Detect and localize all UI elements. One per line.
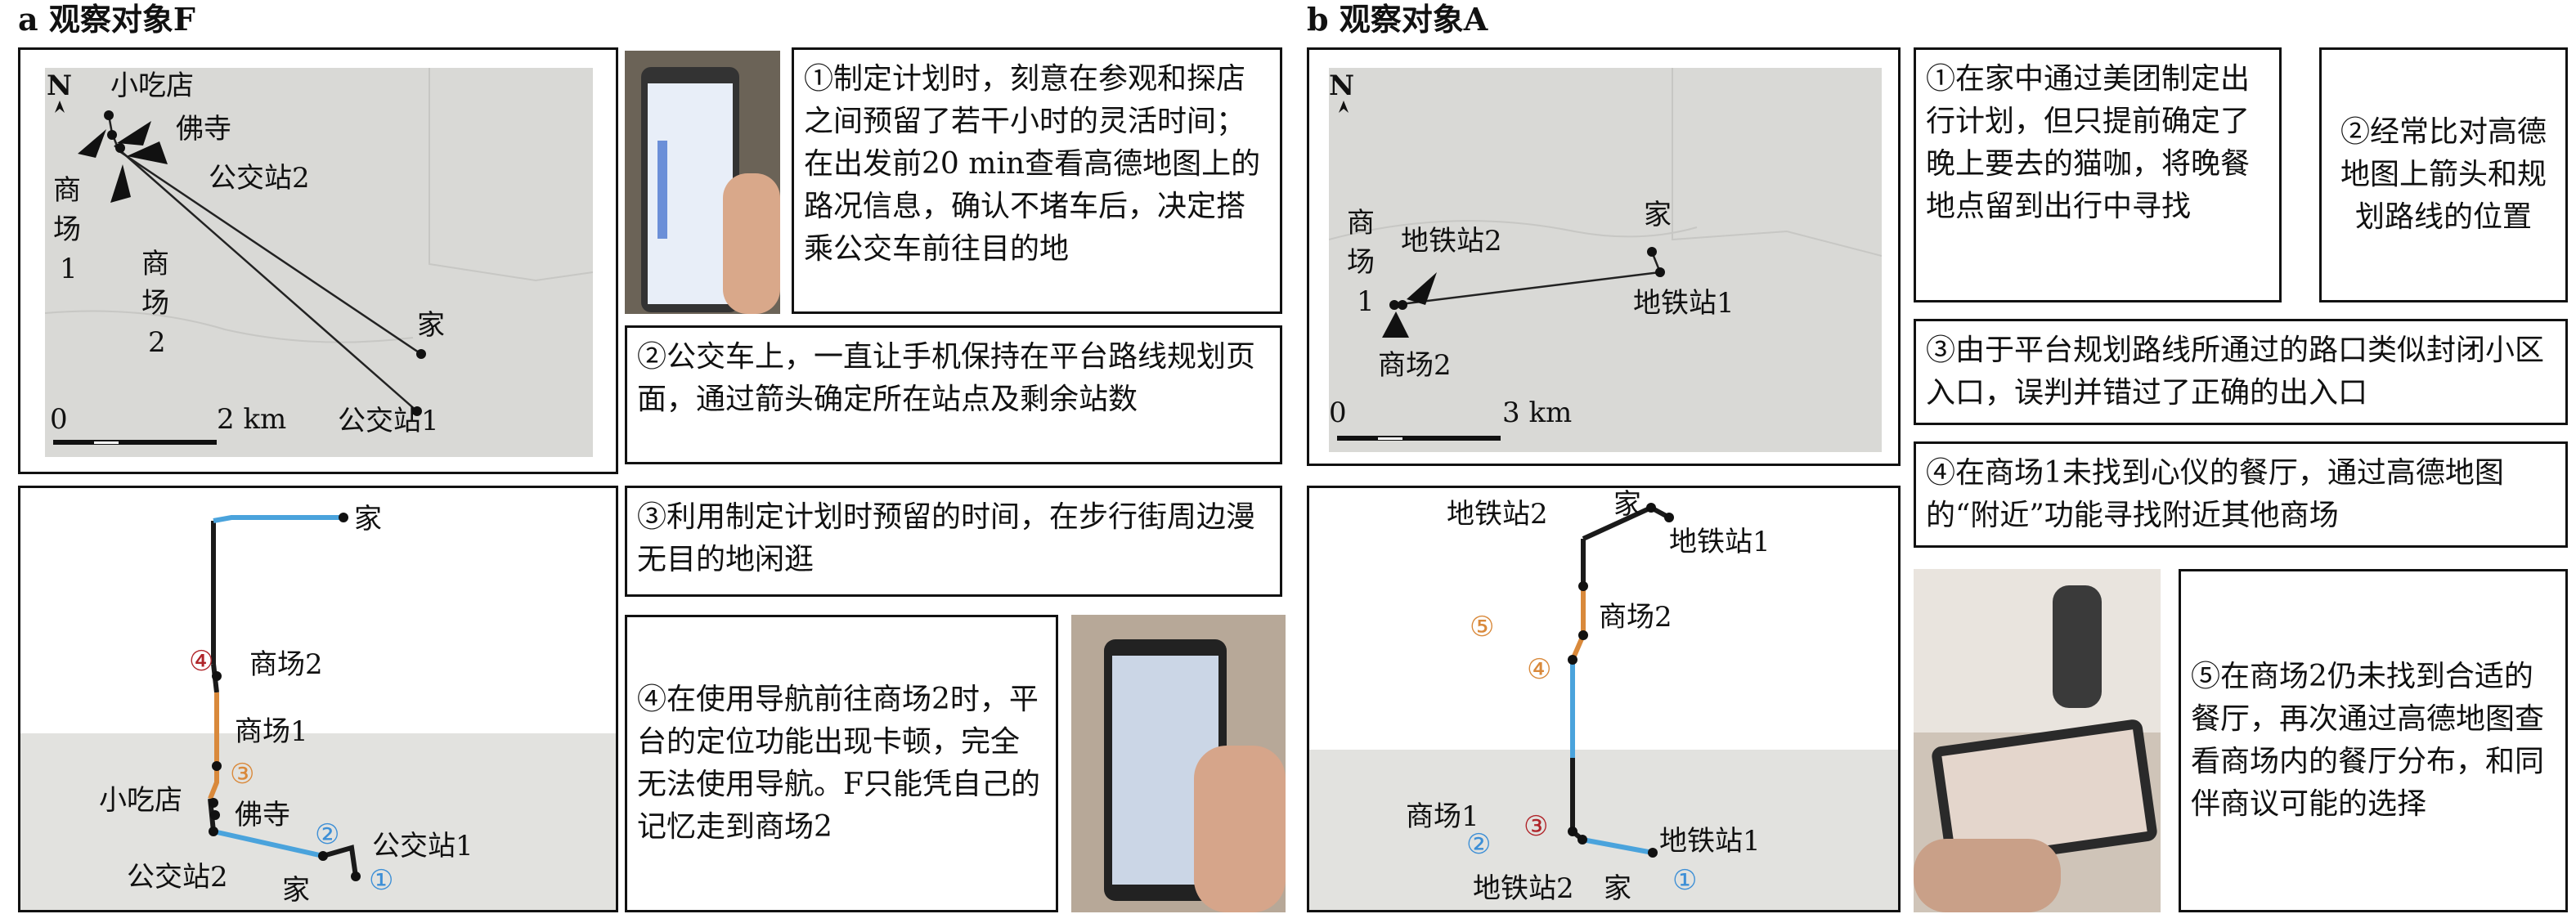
route-label-home-bottom: 家 [282,874,310,907]
note-b3: ③由于平台规划路线所通过的路口类似封闭小区入口，误判并错过了正确的出入口 [1914,319,2568,425]
route-label-bus1: 公交站1 [372,830,473,862]
panel-b-map-svg [1329,68,1882,441]
bus1-dot [412,406,422,416]
scale-b-value: 3 km [1502,397,1573,429]
route-marker-4: ④ [189,645,214,678]
map-label-mall1-2: 场 [53,213,81,246]
map-label-mall2-3: 2 [148,326,166,359]
map-b-label-metro2: 地铁站2 [1401,225,1502,258]
snack-dot [104,110,114,120]
note-b1: ①在家中通过美团制定出行计划，但只提前确定了晚上要去的猫咖，将晚餐地点留到出行中… [1914,47,2282,302]
map-label-home: 家 [417,309,445,342]
map-b-label-mall2: 商场2 [1378,349,1452,382]
panel-b-map-frame: N 家 地铁站2 地铁站1 商 场 1 商场2 0 3 km [1307,47,1901,466]
panel-a-map-frame: N 小吃店 佛寺 公交站2 商 场 1 商 场 2 家 公交站1 0 2 km [18,47,618,474]
route-b-marker-2: ② [1466,828,1492,861]
bus2-dot [115,143,125,153]
phone-photo-2 [1071,615,1286,912]
route-b-marker-5: ⑤ [1470,611,1495,643]
note-a3: ③利用制定计划时预留的时间，在步行街周边漫无目的地闲逛 [625,486,1282,597]
panel-b-route-svg [1568,503,1674,858]
phone-photo-1 [625,51,780,314]
map-label-snack: 小吃店 [110,69,194,102]
route-b-marker-4: ④ [1527,653,1552,686]
route-line-a2 [116,148,422,356]
route-b-label-home-bottom: 家 [1604,872,1631,905]
note-a1: ①制定计划时，刻意在参观和探店之间预留了若干小时的灵活时间；在出发前20 min… [792,47,1282,314]
panel-a-map: N 小吃店 佛寺 公交站2 商 场 1 商 场 2 家 公交站1 0 2 km [45,68,593,457]
map-b-label-mall1-3: 1 [1357,285,1375,318]
note-b2: ②经常比对高德地图上箭头和规划路线的位置 [2319,47,2568,302]
route-b-label-metro2-bottom: 地铁站2 [1473,872,1574,905]
route-b-label-metro1-top: 地铁站1 [1669,526,1770,558]
route-label-mall2: 商场2 [249,648,323,681]
panel-b-map: N 家 地铁站2 地铁站1 商 场 1 商场2 0 3 km [1329,68,1882,452]
route-marker-2: ② [315,818,340,851]
arrow-mall1 [78,129,106,158]
route-line-a1 [114,145,418,412]
map-b-label-metro1: 地铁站1 [1633,287,1735,320]
scale-value: 2 km [217,403,287,436]
note-b5: ⑤在商场2仍未找到合适的餐厅，再次通过高德地图查看商场内的餐厅分布，和同伴商议可… [2179,569,2568,912]
route-b-label-mall1: 商场1 [1406,800,1479,833]
map-label-mall2-1: 商 [141,248,169,280]
route-marker-1: ① [369,864,394,897]
arrow-temple [117,121,151,146]
route-label-mall1: 商场1 [235,715,308,748]
north-label-b: N [1329,69,1355,102]
temple-dot [107,130,117,140]
note-b4: ④在商场1未找到心仪的餐厅，通过高德地图的“附近”功能寻找附近其他商场 [1914,441,2568,548]
panel-a-map-svg [45,68,593,445]
panel-b-title: b 观察对象A [1307,1,1488,38]
route-label-home-top: 家 [354,503,382,535]
route-b-label-metro2-top: 地铁站2 [1447,498,1548,531]
arrow-bus2 [127,141,168,164]
north-label: N [47,69,73,102]
route-label-temple: 佛寺 [235,799,290,831]
route-b-label-mall2: 商场2 [1599,601,1672,634]
note-a2: ②公交车上，一直让手机保持在平台路线规划页面，通过箭头确定所在站点及剩余站数 [625,325,1282,464]
map-b-label-mall1-1: 商 [1347,207,1375,240]
panel-a-title: a 观察对象F [18,1,195,38]
phone-photo-3 [1914,569,2161,912]
scale-b-zero: 0 [1329,397,1347,429]
map-label-mall1-3: 1 [60,253,78,285]
map-label-bus1: 公交站1 [338,405,439,437]
north-arrow-icon [55,101,65,113]
map-label-mall2-2: 场 [141,287,169,320]
arrow-mall2 [110,164,131,203]
panel-a-route-svg [208,513,361,881]
panel-b-route-frame: 地铁站2 家 地铁站1 商场2 商场1 地铁站1 地铁站2 家 ① ② ③ ④ … [1307,486,1901,912]
route-b-label-metro1-bottom: 地铁站1 [1659,825,1761,858]
route-b-label-home-top: 家 [1613,488,1641,521]
route-label-bus2: 公交站2 [127,861,228,894]
panel-a-route-frame: 家 商场2 商场1 小吃店 佛寺 公交站1 公交站2 家 ① ② ③ ④ [18,486,618,912]
map-label-bus2: 公交站2 [209,162,310,195]
map-label-temple: 佛寺 [176,113,231,146]
route-b-marker-1: ① [1672,864,1698,897]
map-label-mall1-1: 商 [53,174,81,207]
scale-zero: 0 [50,403,68,436]
route-b-marker-3: ③ [1524,810,1549,843]
route-label-snack: 小吃店 [99,784,182,817]
note-a4: ④在使用导航前往商场2时，平台的定位功能出现卡顿，完全无法使用导航。F只能凭自己… [625,615,1058,912]
map-b-label-mall1-2: 场 [1347,246,1375,279]
home-dot [416,349,426,359]
map-b-label-home: 家 [1644,199,1672,231]
scale-bar [53,440,217,445]
north-arrow-b-icon [1339,101,1349,113]
route-marker-3: ③ [230,758,255,791]
